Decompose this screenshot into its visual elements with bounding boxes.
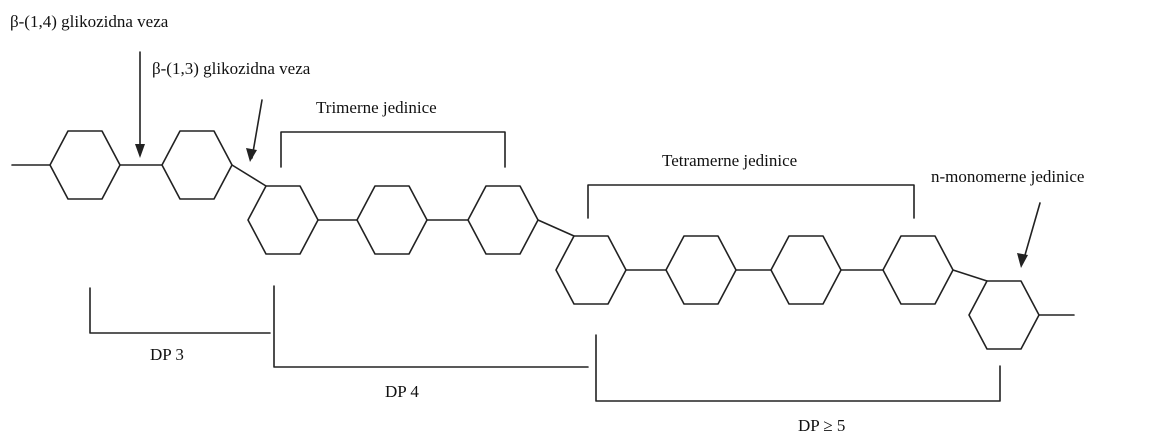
label-beta14: β-(1,4) glikozidna veza — [10, 12, 169, 31]
label-dp4: DP 4 — [385, 382, 419, 401]
monomer-ring-9 — [882, 235, 954, 305]
label-dp3: DP 3 — [150, 345, 184, 364]
glycosidic-link-13 — [537, 219, 575, 237]
dp4-bracket — [273, 285, 589, 368]
monomer-ring-6 — [555, 235, 627, 305]
label-tetramerne: Tetramerne jedinice — [662, 151, 797, 170]
monomer-ring-10 — [968, 280, 1040, 350]
label-trimerne: Trimerne jedinice — [316, 98, 437, 117]
label-nmonomerne: n-monomerne jedinice — [931, 167, 1084, 186]
glycosidic-links — [11, 164, 1075, 316]
trimer-bracket — [280, 131, 506, 168]
beta13-arrow — [246, 99, 263, 162]
monomer-ring-3 — [247, 185, 319, 255]
glycosidic-link-13 — [231, 164, 267, 187]
dp5-bracket — [595, 334, 1001, 402]
monomer-ring-5 — [467, 185, 539, 255]
glycosidic-link-13 — [952, 269, 988, 282]
dp3-bracket — [89, 287, 271, 334]
monomer-ring-4 — [356, 185, 428, 255]
beta14-arrow — [135, 51, 145, 158]
label-dp5: DP ≥ 5 — [798, 416, 845, 435]
monomer-ring-8 — [770, 235, 842, 305]
tetramer-bracket — [587, 184, 915, 219]
monomer-ring-2 — [161, 130, 233, 200]
label-beta13: β-(1,3) glikozidna veza — [152, 59, 311, 78]
monomer-rings — [49, 130, 1040, 350]
nmonomer-arrow — [1017, 202, 1041, 268]
monomer-ring-1 — [49, 130, 121, 200]
monomer-ring-7 — [665, 235, 737, 305]
